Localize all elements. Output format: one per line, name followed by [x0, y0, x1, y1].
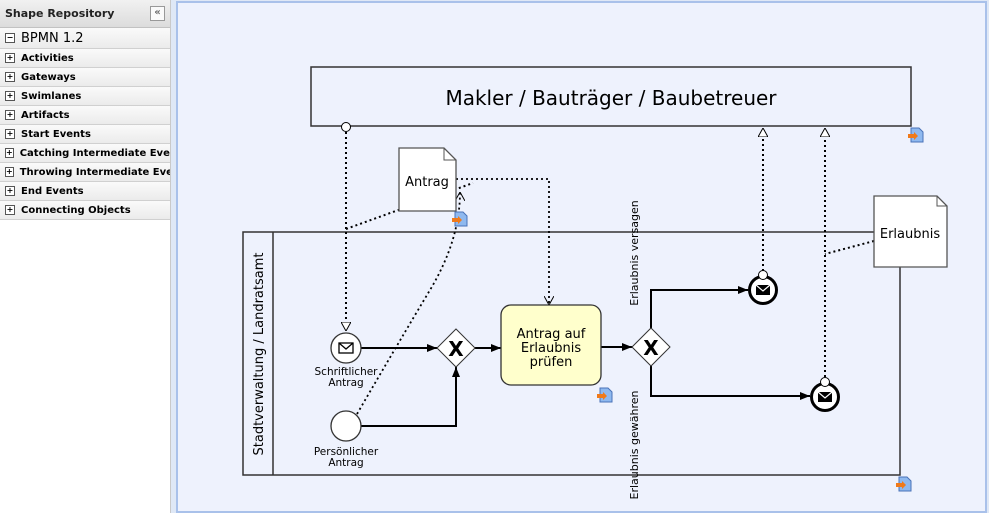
task-label: prüfen — [530, 355, 573, 370]
start-event-persoenlicher[interactable]: Persönlicher Antrag — [314, 410, 379, 469]
xor-gateway-1[interactable]: X — [436, 328, 476, 368]
x-icon: X — [643, 336, 659, 360]
collapse-icon[interactable]: « — [150, 6, 165, 21]
category-connecting-objects[interactable]: + Connecting Objects — [0, 201, 170, 220]
sequence-flows — [361, 286, 810, 427]
end-event-versagen[interactable] — [748, 270, 778, 305]
shape-repository-title: Shape Repository — [5, 7, 115, 20]
document-link-icon[interactable] — [451, 211, 468, 227]
category-label: Start Events — [21, 128, 91, 140]
category-artifacts[interactable]: + Artifacts — [0, 106, 170, 125]
category-label: Throwing Intermediate Events — [19, 166, 170, 178]
category-start-events[interactable]: + Start Events — [0, 125, 170, 144]
plus-icon: + — [5, 167, 14, 177]
plus-icon: + — [5, 53, 15, 63]
document-link-icon[interactable] — [907, 127, 924, 143]
category-label: Artifacts — [21, 109, 70, 121]
category-bpmn[interactable]: −BPMN 1.2 — [0, 28, 170, 49]
data-object-erlaubnis[interactable]: Erlaubnis — [873, 195, 948, 268]
event-label: Antrag — [328, 457, 363, 469]
flow-label-versagen: Erlaubnis versagen — [628, 200, 641, 306]
task-label: Erlaubnis — [521, 341, 581, 356]
shape-repository-header: Shape Repository « — [0, 0, 170, 28]
xor-gateway-2[interactable]: X — [631, 327, 671, 367]
event-label: Schriftlicher — [315, 366, 379, 378]
category-throwing-intermediate-events[interactable]: + Throwing Intermediate Events — [0, 163, 170, 182]
plus-icon: + — [5, 110, 15, 120]
minus-icon: − — [5, 33, 15, 43]
event-label: Persönlicher — [314, 446, 379, 458]
task-antrag-pruefen[interactable]: Antrag auf Erlaubnis prüfen — [500, 304, 602, 386]
document-link-icon[interactable] — [895, 476, 912, 492]
plus-icon: + — [5, 129, 15, 139]
category-catching-intermediate-events[interactable]: + Catching Intermediate Events — [0, 144, 170, 163]
plus-icon: + — [5, 91, 15, 101]
task-label: Antrag auf — [517, 327, 586, 342]
start-event-schriftlicher[interactable]: Schriftlicher Antrag — [315, 332, 379, 389]
category-end-events[interactable]: + End Events — [0, 182, 170, 201]
category-swimlanes[interactable]: + Swimlanes — [0, 87, 170, 106]
plus-icon: + — [5, 148, 14, 158]
category-label: End Events — [21, 185, 84, 197]
category-gateways[interactable]: + Gateways — [0, 68, 170, 87]
category-label: BPMN 1.2 — [21, 30, 84, 46]
envelope-icon — [338, 342, 354, 354]
plus-icon: + — [5, 205, 15, 215]
plus-icon: + — [5, 72, 15, 82]
category-label: Gateways — [21, 71, 76, 83]
category-label: Connecting Objects — [21, 204, 131, 216]
plus-icon: + — [5, 186, 15, 196]
category-label: Activities — [21, 52, 74, 64]
message-flow-source — [341, 122, 351, 132]
x-icon: X — [448, 337, 464, 361]
category-activities[interactable]: + Activities — [0, 49, 170, 68]
pool-makler-label: Makler / Bauträger / Baubetreuer — [445, 86, 777, 110]
shape-repository: Shape Repository « −BPMN 1.2 + Activities… — [0, 0, 171, 513]
pool-stadtverwaltung-label: Stadtverwaltung / Landratsamt — [252, 253, 267, 456]
data-object-antrag[interactable]: Antrag — [398, 147, 457, 212]
flow-label-gewaehren: Erlaubnis gewähren — [628, 390, 641, 499]
event-label: Antrag — [328, 377, 363, 389]
category-label: Swimlanes — [21, 90, 82, 102]
data-object-antrag-label: Antrag — [405, 175, 449, 190]
end-event-gewaehren[interactable] — [810, 377, 840, 412]
data-object-erlaubnis-label: Erlaubnis — [880, 227, 940, 242]
envelope-icon — [817, 391, 833, 403]
category-label: Catching Intermediate Events — [19, 147, 170, 159]
pool-makler[interactable]: Makler / Bauträger / Baubetreuer — [310, 66, 912, 127]
envelope-icon — [755, 284, 771, 296]
